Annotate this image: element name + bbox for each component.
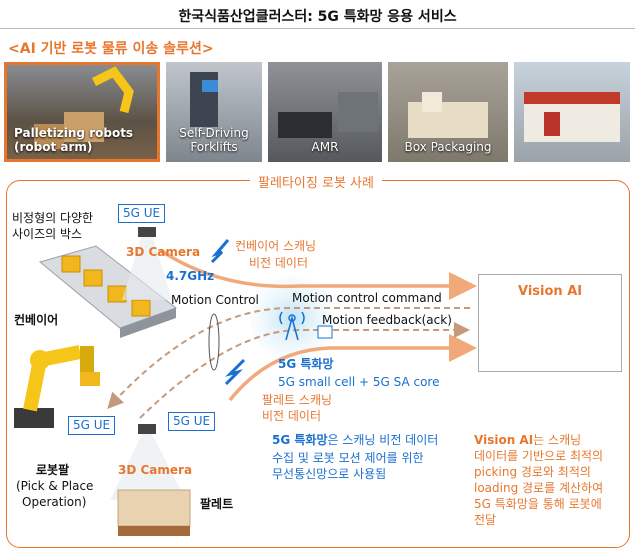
note-ai-line1: Vision AI는 스캐닝 xyxy=(474,433,582,447)
ue-top-badge: 5G UE xyxy=(118,204,166,223)
thumbnail-forklifts[interactable]: Self-Driving Forklifts xyxy=(166,62,262,162)
vision-ai-title: Vision AI xyxy=(518,284,583,299)
thumbnail-palletizing[interactable]: Palletizing robots (robot arm) xyxy=(4,62,160,162)
pallet-scan-line2: 비전 데이터 xyxy=(262,409,322,423)
thumbnail-amr[interactable]: AMR xyxy=(268,62,382,162)
title-divider xyxy=(0,28,635,29)
ue-left-badge: 5G UE xyxy=(68,416,116,435)
vision-ai-box xyxy=(478,274,622,372)
conveyor-scan-line2: 비전 데이터 xyxy=(249,256,309,270)
packaging-photo-icon xyxy=(408,92,488,138)
motion-feedback-label: Motion feedback(ack) xyxy=(322,313,452,327)
ue-right-badge: 5G UE xyxy=(168,412,216,431)
motion-control-label: Motion Control xyxy=(171,293,259,307)
robot-label: 로봇팔 xyxy=(36,463,70,477)
page-title: 한국식품산업클러스터: 5G 특화망 응용 서비스 xyxy=(178,9,457,25)
note-ai-line6: 전달 xyxy=(474,513,497,527)
robot-arm-photo-icon xyxy=(34,66,134,149)
camera-bottom-label: 3D Camera xyxy=(118,463,193,477)
thumbnail-box-packaging[interactable]: Box Packaging xyxy=(388,62,508,162)
robot-sub-line2: Operation) xyxy=(22,495,87,509)
note-5g-line3: 무선통신망으로 사용됨 xyxy=(272,467,387,481)
frequency-label: 4.7GHz xyxy=(166,269,215,283)
panel-title: 팔레타이징 로봇 사례 xyxy=(250,172,382,191)
motion-command-label: Motion control command xyxy=(292,291,442,305)
thumbnail-caption: AMR xyxy=(311,140,339,154)
section-subtitle: <AI 기반 로봇 물류 이송 솔루션> xyxy=(8,41,214,57)
box-label-line2: 사이즈의 박스 xyxy=(12,227,83,241)
pallet-label: 팔레트 xyxy=(200,497,234,511)
note-5g-line2: 수집 및 로봇 모션 제어를 위한 xyxy=(272,451,424,465)
amr-photo-icon xyxy=(278,92,378,138)
note-ai-line3: picking 경로와 최적의 xyxy=(474,465,591,479)
note-5g-line1: 5G 특화망은 스캐닝 비전 데이터 xyxy=(272,433,439,447)
camera-top-label: 3D Camera xyxy=(126,245,201,259)
forklift-photo-icon xyxy=(190,72,218,127)
robot-sub-line1: (Pick & Place xyxy=(16,479,94,493)
conveyor-scan-line1: 컨베이어 스캐닝 xyxy=(235,239,317,253)
note-ai-line4: loading 경로를 계산하여 xyxy=(474,481,604,495)
note-ai-line5: 5G 특화망을 통해 로봇에 xyxy=(474,497,602,511)
network-desc: 5G small cell + 5G SA core xyxy=(278,375,440,389)
thumbnail-caption: Box Packaging xyxy=(404,140,492,154)
pallet-scan-line1: 팔레트 스캐닝 xyxy=(262,393,333,407)
box-label-line1: 비정형의 다양한 xyxy=(12,211,94,225)
note-ai-line2: 데이터를 기반으로 최적의 xyxy=(474,449,604,463)
factory-photo-icon xyxy=(524,92,620,142)
thumbnail-factory[interactable] xyxy=(514,62,630,162)
thumbnail-caption: Palletizing robots (robot arm) xyxy=(14,126,134,154)
network-name: 5G 특화망 xyxy=(278,357,334,371)
conveyor-label: 컨베이어 xyxy=(14,313,59,327)
thumbnail-caption: Self-Driving Forklifts xyxy=(179,126,249,154)
